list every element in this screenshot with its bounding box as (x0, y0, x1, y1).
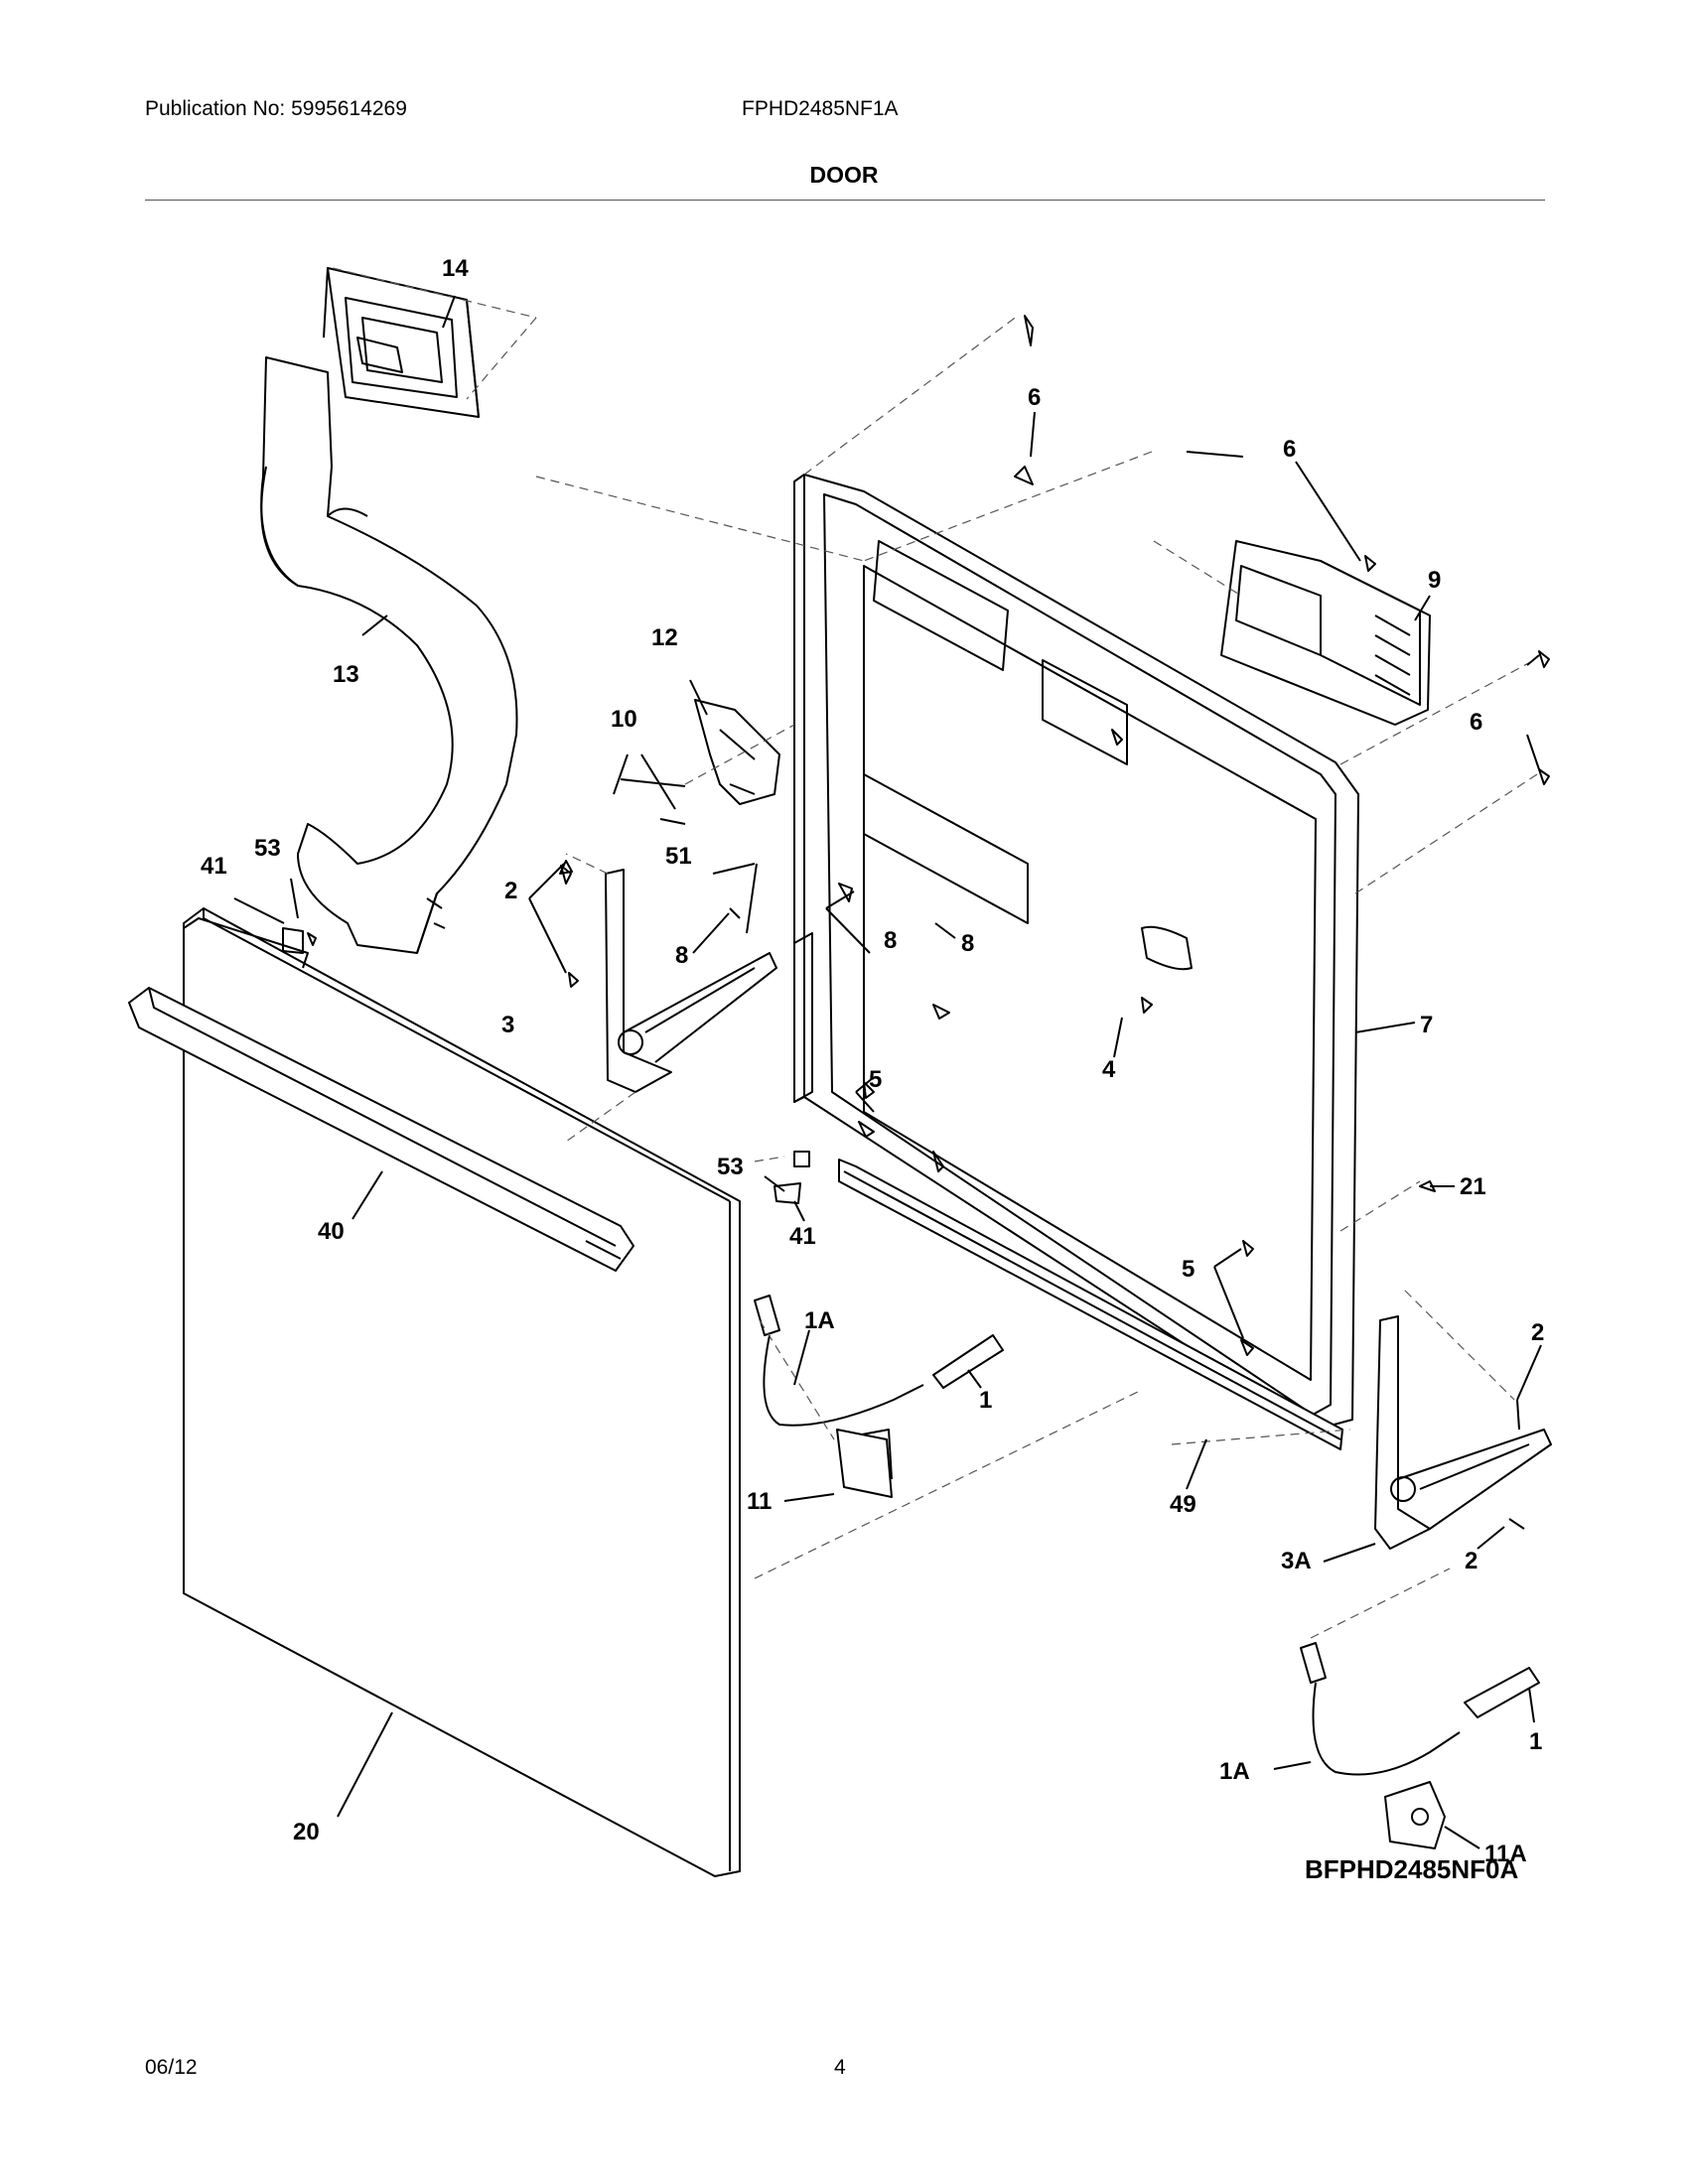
footer-date: 06/12 (145, 2056, 198, 2079)
callout-41-bottom: 41 (789, 1223, 816, 1250)
callout-5-right: 5 (1182, 1256, 1195, 1283)
callout-5-center: 5 (869, 1066, 882, 1093)
callout-2-right-top: 2 (1531, 1319, 1544, 1346)
header-rule (145, 200, 1545, 201)
callout-8-c: 8 (961, 930, 974, 957)
part-20-outer-door (183, 907, 741, 1877)
callout-labels: 14 6 6 9 6 12 13 10 41 53 51 2 8 8 8 7 3… (201, 255, 1544, 1867)
callout-1a-lower: 1A (1219, 1758, 1250, 1785)
callout-53-bottom: 53 (717, 1154, 744, 1180)
callout-14: 14 (442, 255, 469, 282)
callout-7: 7 (1420, 1012, 1433, 1038)
callout-1-lower: 1 (1529, 1728, 1542, 1755)
callout-20: 20 (293, 1819, 320, 1845)
part-9-control-panel (1220, 540, 1431, 726)
part-12-latch (694, 699, 780, 805)
callout-13: 13 (333, 661, 359, 688)
part-1a-11-cable-upper (754, 1295, 1004, 1498)
callout-6-top: 6 (1028, 384, 1041, 411)
callout-12: 12 (651, 624, 678, 651)
callout-10: 10 (611, 706, 637, 733)
callout-1a-upper: 1A (804, 1307, 835, 1334)
leader-lines (233, 295, 1542, 1849)
callout-8-b: 8 (884, 927, 897, 954)
model-number: FPHD2485NF1A (742, 97, 899, 120)
callout-21: 21 (1460, 1173, 1486, 1200)
part-3a-hinge-right (1374, 1315, 1552, 1550)
alignment-lines (332, 267, 1538, 1639)
diagram-code: BFPHD2485NF0A (1305, 1854, 1519, 1884)
callout-11a: 11A (1484, 1841, 1527, 1867)
callout-3a: 3A (1281, 1548, 1312, 1574)
page-number: 4 (834, 2056, 846, 2079)
callout-9: 9 (1428, 567, 1441, 594)
callout-41-top: 41 (201, 853, 227, 880)
callout-51: 51 (665, 843, 692, 870)
part-14-bracket (323, 267, 480, 418)
callout-1-upper: 1 (979, 1387, 992, 1414)
part-3-hinge-left (605, 869, 777, 1093)
callout-53-top: 53 (254, 835, 281, 862)
part-40-handle (128, 987, 634, 1272)
callout-2-right-bottom: 2 (1465, 1548, 1477, 1574)
publication-number: Publication No: 5995614269 (145, 97, 407, 120)
callout-3: 3 (501, 1012, 514, 1038)
callout-11: 11 (747, 1488, 772, 1515)
callout-40: 40 (318, 1218, 345, 1245)
callout-6-right: 6 (1470, 709, 1482, 736)
callout-2-left: 2 (504, 878, 517, 904)
small-parts (282, 315, 1550, 1530)
part-13-duct (260, 356, 518, 954)
callout-8-a: 8 (675, 942, 688, 969)
callout-49: 49 (1170, 1491, 1196, 1518)
part-1a-11a-cable-lower (1300, 1642, 1540, 1849)
part-49-trim-strip (838, 1159, 1343, 1450)
section-title: DOOR (809, 162, 879, 188)
part-7-inner-door (793, 474, 1359, 1431)
callout-6-upper-right: 6 (1283, 436, 1296, 463)
callout-4: 4 (1102, 1056, 1116, 1083)
